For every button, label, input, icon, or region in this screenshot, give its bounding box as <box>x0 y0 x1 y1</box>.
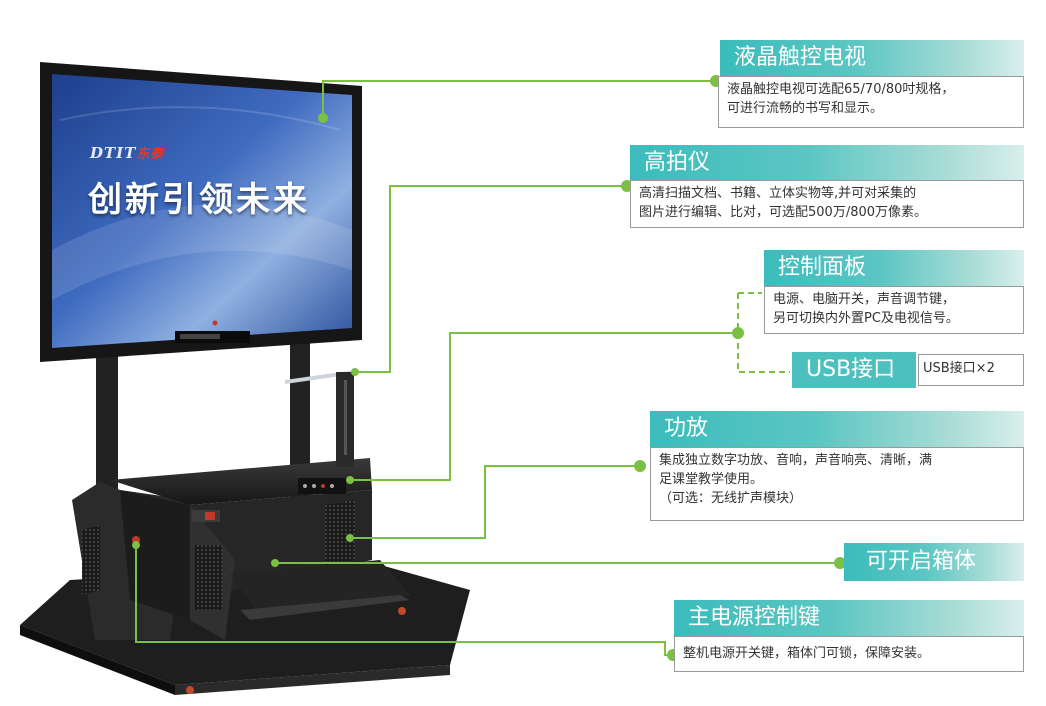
callout-power-key-line-1: 整机电源开关键，箱体门可锁，保障安装。 <box>683 646 931 661</box>
callout-doc-camera-line-2: 图片进行编辑、比对，可选配500万/800万像素。 <box>639 205 928 220</box>
callout-doc-camera-desc: 高清扫描文档、书籍、立体实物等,并可对采集的 图片进行编辑、比对，可选配500万… <box>630 180 1024 228</box>
connector-doc-camera <box>355 185 627 373</box>
screen-slogan: 创新引领未来 <box>88 180 310 220</box>
callout-amplifier-title: 功放 <box>650 411 1024 447</box>
support-poles <box>96 330 310 500</box>
callout-tv-title: 液晶触控电视 <box>720 40 1024 76</box>
callout-amplifier-line-2: 足课堂教学使用。 <box>659 472 764 487</box>
screen-brand-en: DTIT <box>90 144 137 162</box>
callout-usb-title: USB接口 <box>792 352 916 388</box>
callout-control-panel-line-1: 电源、电脑开关，声音调节键， <box>773 292 956 307</box>
callout-amplifier-line-3: （可选：无线扩声模块） <box>659 491 803 506</box>
document-camera <box>285 370 355 467</box>
connector-amplifier <box>350 465 640 539</box>
callout-tv-line-2: 可进行流畅的书写和显示。 <box>727 101 884 116</box>
callout-usb-desc: USB接口×2 <box>918 354 1024 386</box>
callout-doc-camera-line-1: 高清扫描文档、书籍、立体实物等,并可对采集的 <box>639 186 917 201</box>
callout-amplifier-line-1: 集成独立数字功放、音响，声音响亮、清晰，满 <box>659 453 933 468</box>
connector-tv <box>322 80 716 118</box>
callout-cabinet-title: 可开启箱体 <box>844 543 1024 581</box>
callout-doc-camera-title: 高拍仪 <box>630 145 1024 181</box>
callout-control-panel-line-2: 另可切换内外置PC及电视信号。 <box>773 311 959 326</box>
cabinet <box>72 458 410 640</box>
screen-brand-cn: 东泰 <box>136 147 165 162</box>
callout-power-key-title: 主电源控制键 <box>674 600 1024 636</box>
connector-usb <box>737 293 790 373</box>
connector-control-panel <box>350 332 738 481</box>
callout-tv-desc: 液晶触控电视可选配65/70/80吋规格， 可进行流畅的书写和显示。 <box>718 76 1024 128</box>
tv-display <box>40 62 362 362</box>
callout-amplifier-desc: 集成独立数字功放、音响，声音响亮、清晰，满 足课堂教学使用。 （可选：无线扩声模… <box>650 447 1024 521</box>
callout-control-panel-title: 控制面板 <box>764 250 1024 286</box>
callout-control-panel-desc: 电源、电脑开关，声音调节键， 另可切换内外置PC及电视信号。 <box>764 286 1024 334</box>
callout-power-key-desc: 整机电源开关键，箱体门可锁，保障安装。 <box>674 636 1024 672</box>
callout-tv-line-1: 液晶触控电视可选配65/70/80吋规格， <box>727 82 955 97</box>
screen-brand-logo: DTIT东泰 <box>90 143 190 163</box>
